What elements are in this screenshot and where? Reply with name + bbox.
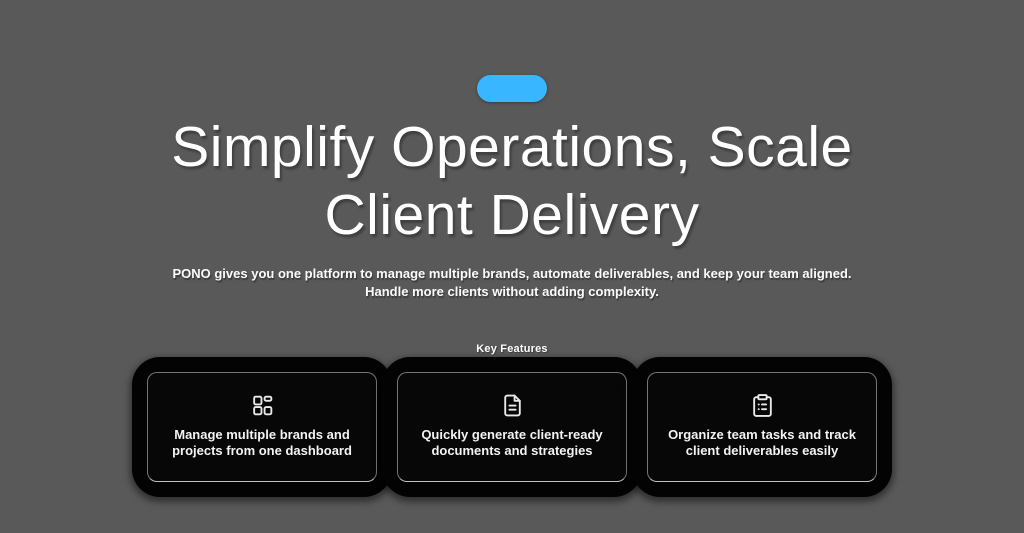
landing-page: Simplify Operations, Scale Client Delive… — [0, 75, 1024, 533]
hero-subtitle-line1: PONO gives you one platform to manage mu… — [172, 266, 852, 281]
feature-card-blob: Manage multiple brands and projects from… — [132, 357, 392, 497]
feature-card-text: Quickly generate client-ready documents … — [421, 427, 602, 459]
feature-card-text-line2: projects from one dashboard — [172, 443, 352, 458]
feature-card-documents: Quickly generate client-ready documents … — [397, 372, 627, 482]
hero-section: Simplify Operations, Scale Client Delive… — [0, 75, 1024, 497]
dashboard-grid-icon — [250, 393, 275, 418]
page-title: Simplify Operations, Scale Client Delive… — [0, 113, 1024, 249]
feature-card-tasks: Organize team tasks and track client del… — [647, 372, 877, 482]
feature-card-text-line2: documents and strategies — [431, 443, 593, 458]
page-title-line2: Client Delivery — [324, 183, 700, 247]
hero-subtitle: PONO gives you one platform to manage mu… — [0, 265, 1024, 301]
key-features-label: Key Features — [476, 343, 548, 355]
clipboard-list-icon — [750, 393, 775, 418]
feature-card-text-line1: Quickly generate client-ready — [421, 427, 603, 442]
badge-pill — [477, 75, 547, 102]
page-title-line1: Simplify Operations, Scale — [171, 115, 853, 179]
hero-subtitle-line2: Handle more clients without adding compl… — [365, 284, 659, 299]
feature-card-dashboard: Manage multiple brands and projects from… — [147, 372, 377, 482]
feature-card-text-line1: Organize team tasks and track — [668, 427, 856, 442]
feature-cards-row: Manage multiple brands and projects from… — [0, 357, 1024, 497]
feature-card-text-line1: Manage multiple brands and — [174, 427, 350, 442]
feature-card-text: Manage multiple brands and projects from… — [172, 427, 352, 459]
feature-card-blob: Quickly generate client-ready documents … — [382, 357, 642, 497]
feature-card-text: Organize team tasks and track client del… — [668, 427, 856, 459]
feature-card-text-line2: client deliverables easily — [685, 443, 839, 458]
document-text-icon — [500, 393, 525, 418]
feature-card-blob: Organize team tasks and track client del… — [632, 357, 892, 497]
